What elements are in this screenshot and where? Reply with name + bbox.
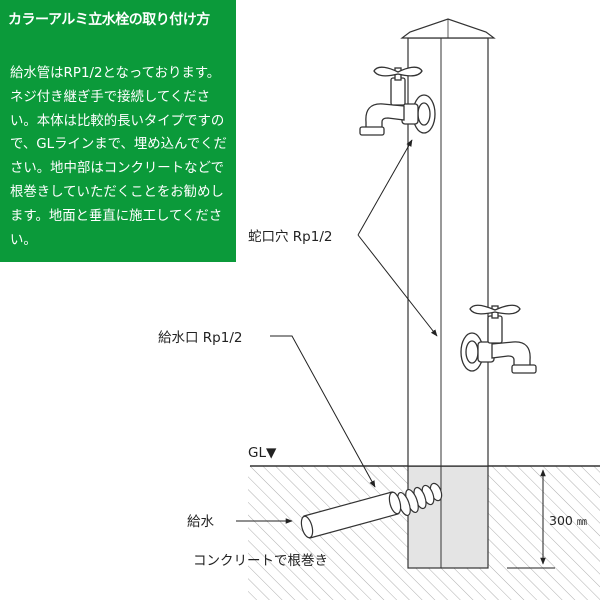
upper-faucet-icon	[359, 66, 436, 136]
instruction-panel: カラーアルミ立水栓の取り付け方 給水管はRP1/2となっております。ネジ付き継ぎ…	[0, 0, 236, 262]
faucet-hole-arrow-upper	[357, 139, 413, 236]
depth-label: 300 ㎜	[549, 513, 587, 528]
ground-line-label: GL▼	[248, 445, 277, 461]
water-inlet-arrow	[270, 335, 376, 488]
faucet-hole-label: 蛇口穴 Rp1/2	[248, 229, 332, 245]
panel-instructions: 給水管はRP1/2となっております。ネジ付き継ぎ手で接続してください。本体は比較…	[10, 66, 227, 248]
post-underground	[407, 465, 489, 569]
panel-title: カラーアルミ立水栓の取り付け方	[8, 12, 210, 28]
water-post	[400, 18, 496, 467]
water-inlet-label: 給水口 Rp1/2	[158, 330, 242, 346]
lower-faucet-icon	[460, 304, 537, 374]
water-supply-label: 給水	[187, 514, 214, 530]
concrete-label: コンクリートで根巻き	[193, 553, 328, 569]
water-inlet-fitting	[397, 482, 443, 517]
depth-dimension	[507, 469, 555, 569]
supply-pipe	[300, 491, 402, 539]
faucet-hole-arrow-lower	[357, 234, 438, 337]
